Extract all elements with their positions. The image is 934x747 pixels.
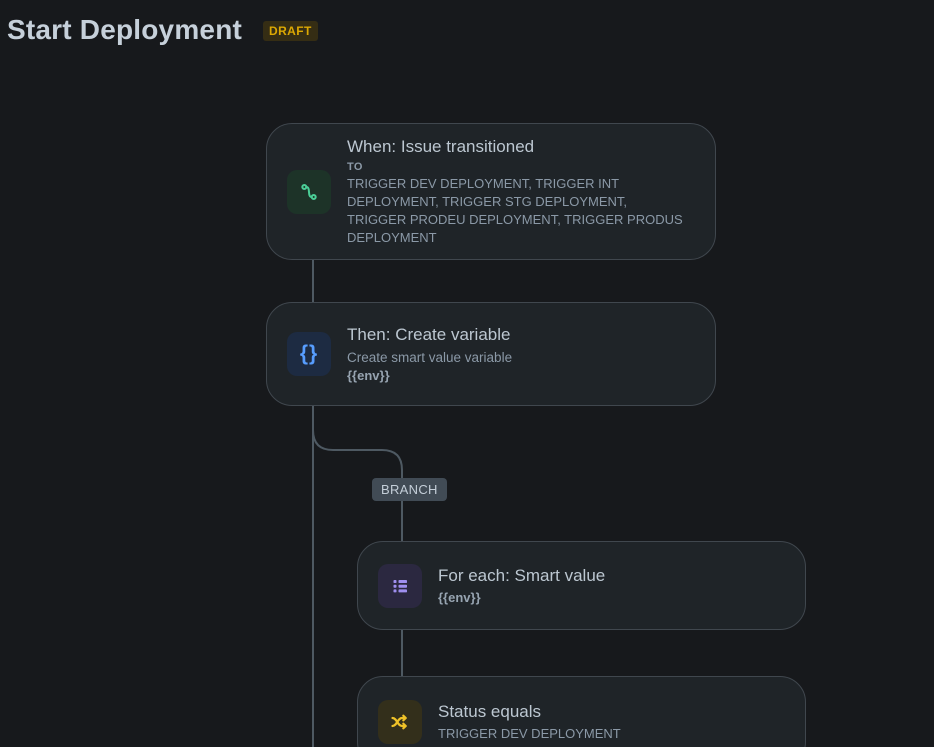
node-smart-value: {{env}} — [438, 589, 481, 605]
node-title: When: Issue transitioned — [347, 137, 535, 156]
shuffle-icon — [378, 700, 422, 744]
branch-label-badge: BRANCH — [372, 478, 447, 501]
bullet-list-icon — [378, 563, 422, 608]
action-node-create-variable[interactable]: {} Then: Create variable Create smart va… — [266, 302, 716, 406]
node-title: Then: Create variable — [347, 324, 511, 344]
trigger-node-issue-transitioned[interactable]: When: Issue transitioned TO TRIGGER DEV … — [266, 123, 716, 260]
page-title: Start Deployment — [7, 14, 243, 45]
node-description: TRIGGER DEV DEPLOYMENT, TRIGGER INT DEPL… — [347, 176, 683, 245]
node-description: Create smart value variable — [347, 349, 513, 365]
transition-icon — [287, 169, 331, 214]
rule-header: Start Deployment DRAFT — [7, 14, 318, 46]
node-smart-value: {{env}} — [347, 367, 390, 383]
status-badge: DRAFT — [263, 21, 318, 41]
condition-node-status-equals[interactable]: Status equals TRIGGER DEV DEPLOYMENT — [357, 676, 806, 747]
braces-icon: {} — [287, 332, 331, 376]
node-description: TRIGGER DEV DEPLOYMENT — [438, 726, 621, 741]
node-field-label: TO — [347, 161, 363, 173]
branch-node-for-each-smart-value[interactable]: For each: Smart value {{env}} — [357, 541, 806, 630]
node-title: For each: Smart value — [438, 565, 606, 585]
node-title: Status equals — [438, 702, 542, 721]
